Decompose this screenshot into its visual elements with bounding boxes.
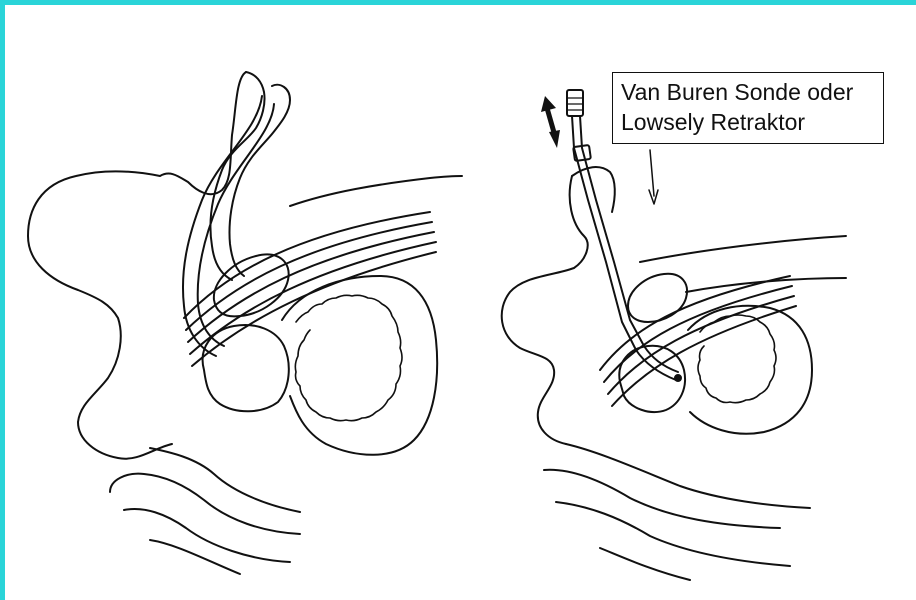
instrument-label-line-2: Lowsely Retraktor xyxy=(621,107,883,137)
right-lower-curve-1 xyxy=(566,444,810,508)
right-lower-curve-3 xyxy=(556,502,790,566)
left-prostate xyxy=(203,325,289,411)
left-shaft-outer xyxy=(210,72,264,280)
left-body-outline xyxy=(28,72,246,459)
down-arrow-icon xyxy=(649,150,658,204)
right-pubic-bone xyxy=(628,274,687,322)
left-bladder-inner xyxy=(295,295,402,420)
instrument-handle xyxy=(567,90,583,116)
left-lower-curve-3 xyxy=(124,509,290,562)
left-band-4 xyxy=(190,242,436,354)
left-anatomy-drawing xyxy=(28,72,462,574)
right-abdomen-line-1 xyxy=(640,236,846,262)
double-headed-arrow-icon xyxy=(541,96,560,148)
left-lower-curve-1 xyxy=(150,448,300,512)
instrument-label: Van Buren Sonde oder Lowsely Retraktor xyxy=(612,72,884,144)
right-anatomy-drawing xyxy=(502,90,846,580)
left-pubic-bone xyxy=(214,254,289,316)
left-lower-curve-4 xyxy=(150,540,240,574)
left-abdomen-line xyxy=(290,176,462,206)
instrument-tip xyxy=(675,375,681,381)
left-bladder-outer xyxy=(282,276,437,455)
left-shaft-inner xyxy=(229,85,290,276)
right-lower-curve-4 xyxy=(600,548,690,580)
right-abdomen-line-2 xyxy=(686,278,846,292)
right-body-outline xyxy=(502,176,588,444)
right-bladder-inner xyxy=(698,315,776,403)
instrument-label-line-1: Van Buren Sonde oder xyxy=(621,77,883,107)
